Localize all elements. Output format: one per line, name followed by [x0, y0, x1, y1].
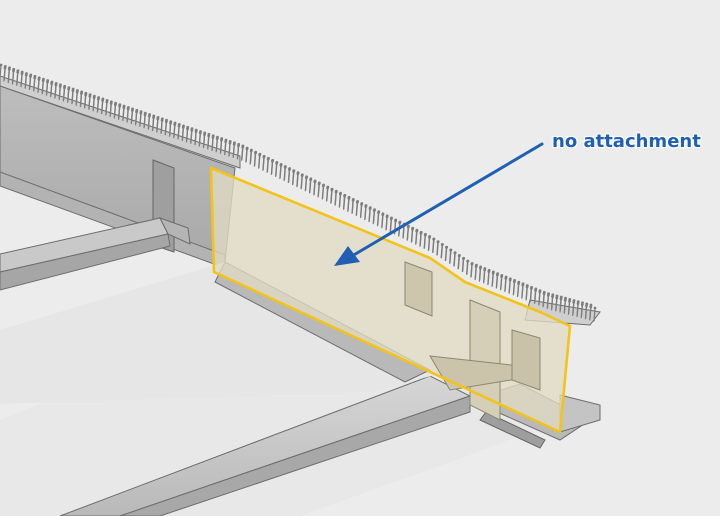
callout-label: no attachment [552, 131, 701, 152]
selection-outline [209, 166, 572, 434]
shear-studs [0, 63, 597, 322]
selected-plate[interactable] [209, 166, 572, 434]
callout-arrow [334, 142, 544, 266]
edge-girder [0, 261, 560, 516]
cross-beam-left [0, 217, 191, 291]
bearing-plate [511, 329, 541, 391]
stiffener-plate [404, 261, 433, 317]
